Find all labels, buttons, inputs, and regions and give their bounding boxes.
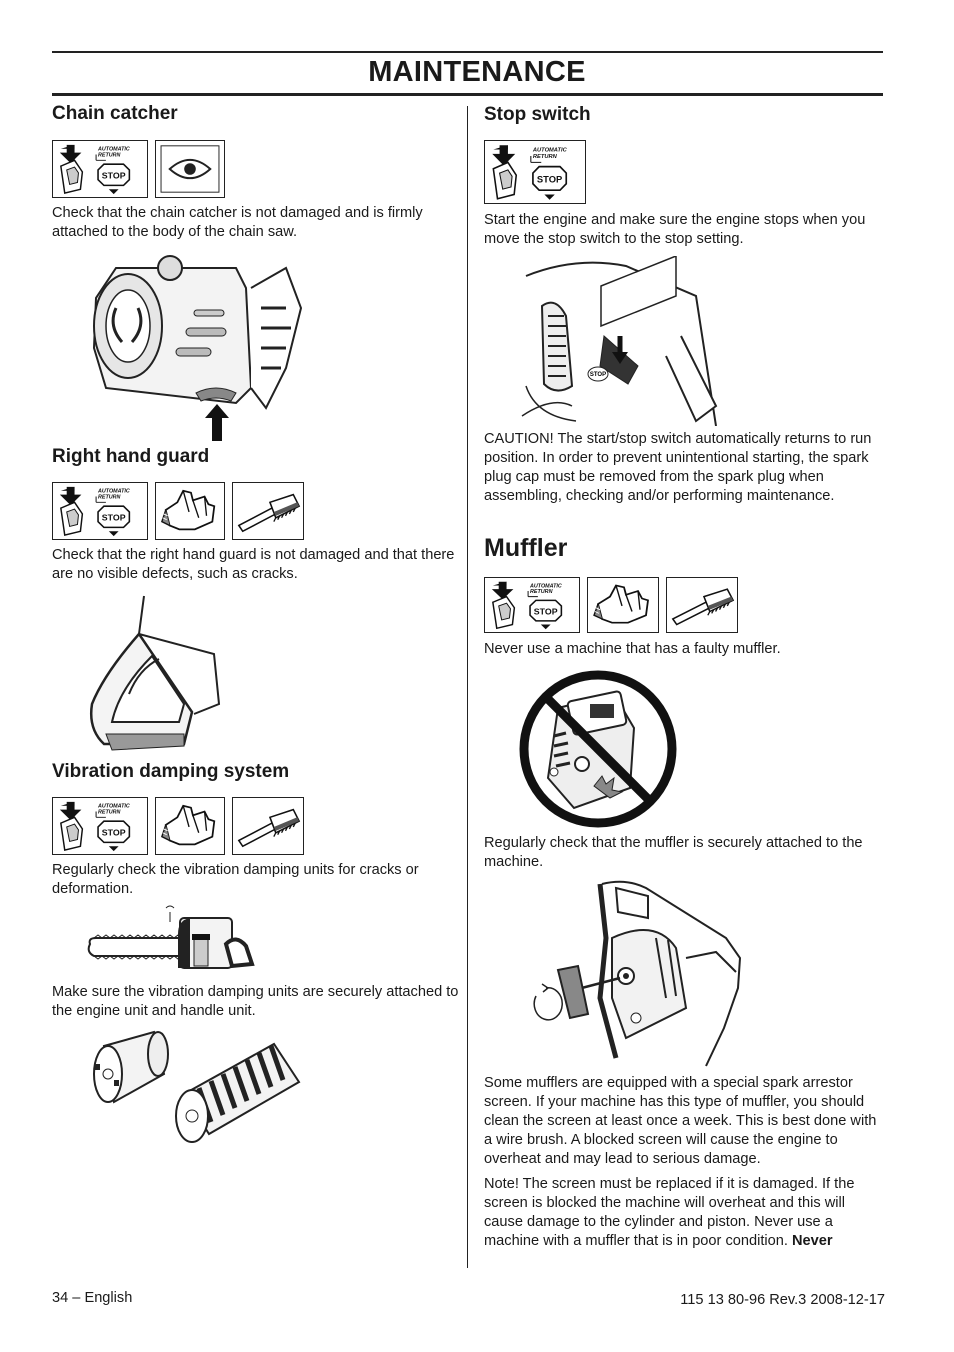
page-number: 34 – English [52, 1290, 133, 1306]
right-hand-guard-text: Check that the right hand guard is not d… [52, 547, 455, 582]
chain-catcher-illustration [86, 248, 308, 442]
muffler-text-2: Regularly check that the muffler is secu… [484, 835, 863, 870]
stop-text: STOP [102, 828, 126, 838]
glove-icon [155, 797, 225, 855]
muffler-icons: AUTOMATIC RETURN STOP [484, 577, 738, 633]
glove-icon [155, 482, 225, 540]
muffler-heading: Muffler [484, 534, 568, 562]
right-hand-guard-illustration [84, 594, 224, 754]
chainsaw-illustration [86, 904, 258, 974]
glove-icon [587, 577, 659, 633]
muffler-text-4-bold: Never [791, 1233, 833, 1249]
muffler-text-4: Note! The screen must be replaced if it … [484, 1175, 884, 1251]
eye-icon [155, 140, 225, 198]
stop-switch-label: STOP [590, 372, 606, 378]
return-text: RETURN [98, 494, 121, 500]
chain-catcher-heading: Chain catcher [52, 103, 178, 124]
stop-switch-caution: CAUTION! The start/stop switch automatic… [484, 431, 872, 504]
title-underline [52, 93, 883, 96]
automatic-text: AUTOMATIC [97, 489, 130, 495]
automatic-return-stop-icon: AUTOMATIC RETURN STOP [484, 577, 580, 633]
chain-catcher-icons: AUTOMATIC RETURN STOP [52, 140, 225, 198]
stop-switch-text-1: Start the engine and make sure the engin… [484, 212, 866, 247]
right-hand-guard-icons: AUTOMATIC RETURN STOP [52, 482, 304, 540]
page-title: MAINTENANCE [368, 56, 586, 88]
automatic-return-stop-icon: AUTOMATIC RETURN STOP [484, 140, 586, 204]
stop-text: STOP [102, 513, 126, 523]
vibration-damping-text-1: Regularly check the vibration damping un… [52, 862, 419, 897]
automatic-text: AUTOMATIC [97, 147, 130, 153]
stop-switch-illustration: STOP [516, 256, 726, 426]
brush-icon [232, 797, 304, 855]
automatic-text: AUTOMATIC [532, 148, 568, 154]
stop-switch-heading: Stop switch [484, 104, 591, 125]
stop-switch-icons: AUTOMATIC RETURN STOP [484, 140, 586, 204]
muffler-screw-illustration [516, 878, 746, 1070]
no-faulty-muffler-illustration [514, 668, 682, 830]
automatic-text: AUTOMATIC [529, 583, 562, 589]
stop-text: STOP [534, 607, 558, 617]
top-rule [52, 51, 883, 53]
return-text: RETURN [530, 589, 553, 595]
return-text: RETURN [98, 809, 121, 815]
vibration-damping-text-2: Make sure the vibration damping units ar… [52, 984, 459, 1019]
stop-text: STOP [537, 175, 562, 186]
muffler-text-4-main: Note! The screen must be replaced if it … [484, 1176, 855, 1249]
muffler-text-1: Never use a machine that has a faulty mu… [484, 641, 781, 657]
right-hand-guard-heading: Right hand guard [52, 446, 210, 467]
column-divider [467, 106, 468, 1268]
vibration-damping-icons: AUTOMATIC RETURN STOP [52, 797, 304, 855]
brush-icon [232, 482, 304, 540]
damping-units-illustration [84, 1024, 304, 1148]
automatic-text: AUTOMATIC [97, 804, 130, 810]
vibration-damping-heading: Vibration damping system [52, 761, 290, 782]
chain-catcher-text: Check that the chain catcher is not dama… [52, 205, 423, 240]
stop-text: STOP [102, 171, 126, 181]
document-id: 115 13 80-96 Rev.3 2008-12-17 [680, 1292, 885, 1308]
muffler-text-3: Some mufflers are equipped with a specia… [484, 1075, 877, 1167]
automatic-return-stop-icon: AUTOMATIC RETURN STOP [52, 482, 148, 540]
automatic-return-stop-icon: AUTOMATIC RETURN STOP [52, 140, 148, 198]
return-text: RETURN [533, 154, 558, 160]
brush-icon [666, 577, 738, 633]
automatic-return-stop-icon: AUTOMATIC RETURN STOP [52, 797, 148, 855]
return-text: RETURN [98, 152, 121, 158]
